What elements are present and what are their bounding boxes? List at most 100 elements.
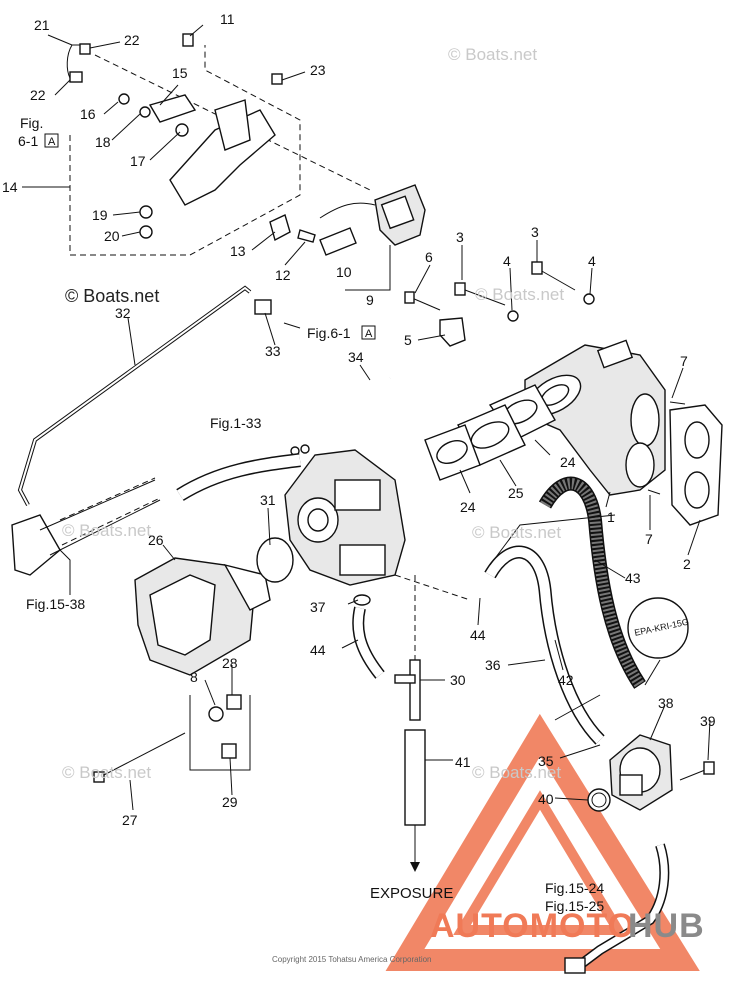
callout-10: 10 [336,264,352,280]
callout-19: 19 [92,207,108,223]
callout-3-right: 3 [531,224,539,240]
hose-36-inner [353,607,384,678]
callout-17: 17 [130,153,146,169]
braided-hose-43-pattern [540,478,645,689]
watermark-faint-right-low: © Boats.net [472,763,561,782]
callout-32: 32 [115,305,131,321]
callout-11: 11 [220,11,235,27]
carburetor [284,444,406,586]
callout-35: 41 [455,754,471,770]
callout-2: 2 [683,556,691,572]
copyright-notice: Copyright 2015 Tohatsu America Corporati… [272,955,432,964]
callout-25: 25 [508,485,524,501]
rod-clip-33 [254,299,272,315]
link-rod-32-inner [18,286,251,506]
callout-44-left: 44 [470,627,486,643]
ref-fig-15-38: Fig.15-38 [26,596,85,612]
pipe-35 [404,729,426,826]
callout-9: 9 [366,292,374,308]
throttle-arm-slider [11,477,161,576]
hose-fig1-33-inner [177,454,301,500]
callout-42: 36 [485,657,501,673]
callout-38: 30 [450,672,466,688]
choke-solenoid [319,184,426,256]
joint-38 [394,659,421,721]
callout-16: 16 [80,106,96,122]
callout-1: 1 [607,509,615,525]
ref-fig-1-33: Fig.1-33 [210,415,262,431]
epa-tag-shape [627,597,689,659]
ref-fig-6-1-right-box [361,325,376,340]
callout-7-top: 7 [680,353,688,369]
hose-34-inner [349,372,392,421]
watermark-left-mid: © Boats.net [65,286,159,306]
bracket-group-boundary [69,45,301,256]
callout-13: 13 [230,243,246,259]
callout-26: 26 [148,532,164,548]
callout-21: 21 [34,17,50,33]
callout-27: 27 [122,812,138,828]
callout-14: 14 [2,179,18,195]
callout-numbers: 21 22 22 11 23 15 16 18 17 14 19 20 13 1… [2,11,716,828]
fuel-line-bottom-inner [577,843,668,968]
callout-29: 29 [222,794,238,810]
callout-31: 31 [260,492,276,508]
callout-24-right: 24 [560,454,576,470]
brand-word-part-b: HUB [628,907,705,945]
watermark-top-right: © Boats.net [448,45,537,64]
ref-fig-15-24: Fig.15-24 [545,880,604,896]
callout-4-left: 4 [503,253,511,269]
callout-22-left: 22 [30,87,46,103]
callout-30: 28 [222,655,238,671]
callout-4-right: 4 [588,253,596,269]
exposure-arrowhead [410,862,420,872]
watermark-faint-left-low: © Boats.net [62,763,151,782]
manifold-gaskets [424,384,556,481]
callout-36: 44 [310,642,326,658]
ref-fig-6-1-left-box-letter: A [48,136,56,148]
hose-connector-bottom [564,957,586,974]
exposure-label: EXPOSURE [370,885,453,902]
clamp-37 [353,594,371,606]
ref-fig-6-1-left-line1: Fig. [20,115,43,131]
ref-fig-6-1-right: Fig.6-1 [307,325,351,341]
brand-word-part-a: AUTOMOTO [430,907,635,945]
brand-wordmark: AUTOMOTO HUB [430,907,705,945]
callout-6: 6 [425,249,433,265]
callout-34: 34 [348,349,364,365]
fuel-pump [587,734,715,812]
callout-18: 18 [95,134,111,150]
ref-fig-15-25: Fig.15-25 [545,898,604,914]
callout-33: 33 [265,343,281,359]
callout-3-left: 3 [456,229,464,245]
watermark-faint-left-mid: © Boats.net [62,521,151,540]
callout-22-top: 22 [124,32,140,48]
callout-5: 5 [404,332,412,348]
watermark-faint-right-mid: © Boats.net [472,523,561,542]
intake-manifold [524,339,666,496]
brand-logo-mark [385,713,700,971]
intake-silencer [134,537,294,676]
callout-43: 43 [625,570,641,586]
carb-leader-dash [394,574,471,601]
callout-8: 42 [558,672,574,688]
callout-40: 40 [538,791,554,807]
callout-24-left: 24 [460,499,476,515]
callout-37: 37 [310,599,326,615]
fuel-hose-42-inner [485,547,604,744]
callout-28: 8 [190,669,198,685]
o-ring-40-inner [591,792,607,808]
ref-fig-6-1-left-box [44,133,59,148]
callout-39: 38 [658,695,674,711]
manifold-bolts [404,261,686,495]
ref-fig-6-1-right-box-letter: A [365,328,373,340]
callout-7-bottom: 7 [645,531,653,547]
ref-fig-6-1-left-line2: 6-1 [18,133,38,149]
callout-44-right: 35 [538,753,554,769]
callout-23: 23 [310,62,326,78]
leader-lines [22,24,711,811]
manifold-outer-gasket [669,404,723,526]
silencer-bolt-set [93,694,251,783]
watermark-faint-mid-right: © Boats.net [475,285,564,304]
